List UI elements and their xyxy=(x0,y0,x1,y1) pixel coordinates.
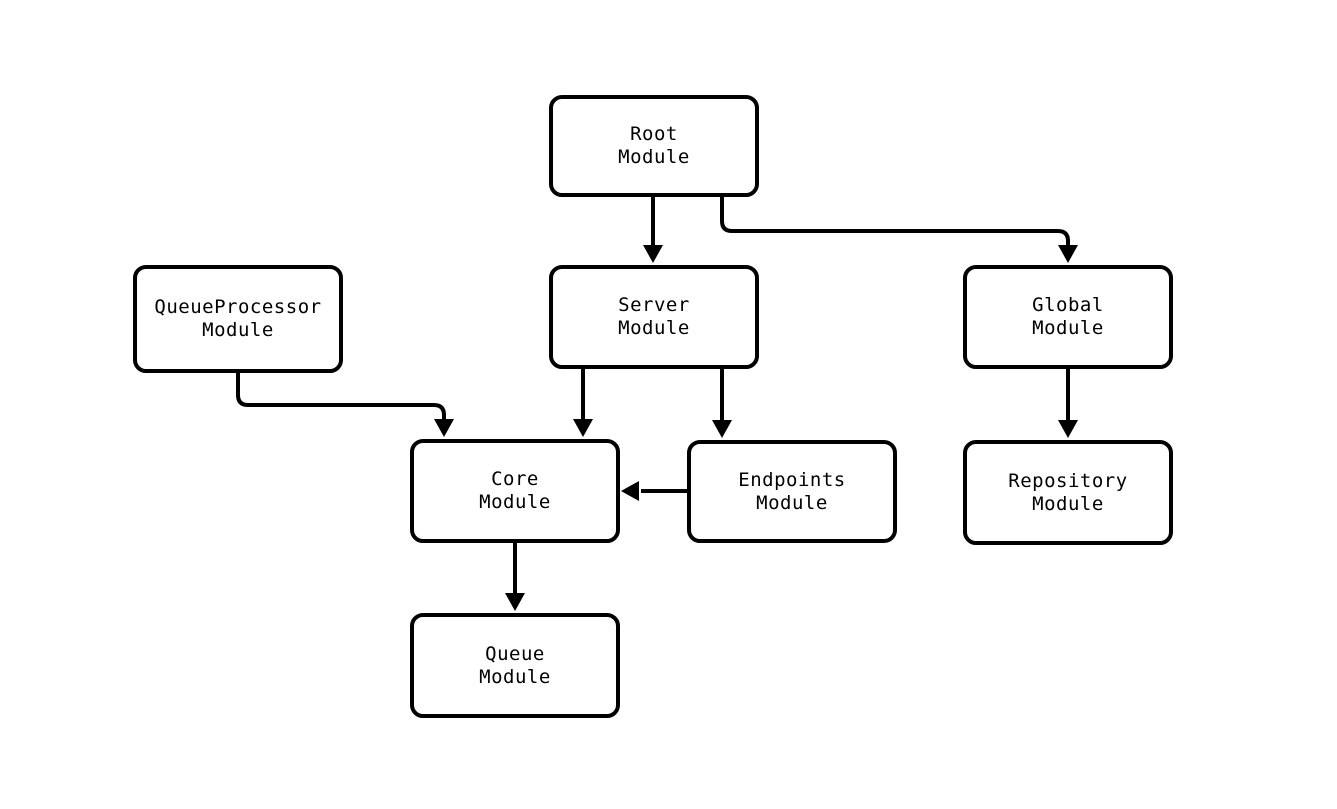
arrowhead-icon xyxy=(712,420,732,438)
node-label-secondary: Module xyxy=(479,665,551,688)
node-label-secondary: Module xyxy=(202,319,274,341)
node-label-secondary: Module xyxy=(618,317,690,339)
edge-server-to-endpoints xyxy=(712,369,732,438)
edge-root-to-global xyxy=(720,197,1078,263)
node-label-primary: Queue xyxy=(485,642,545,665)
node-label-primary: Server xyxy=(618,294,690,316)
arrowhead-icon xyxy=(1058,420,1078,438)
node-label-secondary: Module xyxy=(618,146,690,168)
arrowhead-icon xyxy=(621,481,639,501)
edge-core-to-queue xyxy=(505,543,525,611)
node-label-primary: Global xyxy=(1032,294,1104,316)
node-label-primary: Core xyxy=(491,468,539,490)
arrowhead-icon xyxy=(1058,245,1078,263)
edge-line xyxy=(720,197,1070,245)
edge-endpoints-to-core xyxy=(621,481,687,501)
node-label-primary: Repository xyxy=(1008,469,1128,492)
node-label-secondary: Module xyxy=(1032,492,1104,515)
node-label-secondary: Module xyxy=(479,491,551,513)
node-label-primary: Root xyxy=(630,123,678,145)
arrowhead-icon xyxy=(643,245,663,263)
node-label-secondary: Module xyxy=(1032,317,1104,339)
node-label-primary: QueueProcessor xyxy=(154,296,322,318)
edge-root-to-server xyxy=(643,197,663,263)
arrowhead-icon xyxy=(505,593,525,611)
edge-queueprocessor-to-core xyxy=(236,373,454,437)
arrowhead-icon xyxy=(573,419,593,437)
node-label-secondary: Module xyxy=(756,491,828,514)
edge-server-to-core xyxy=(573,369,593,437)
arrowhead-icon xyxy=(434,419,454,437)
node-label-primary: Endpoints xyxy=(738,468,846,491)
edge-line xyxy=(236,373,446,419)
edge-global-to-repository xyxy=(1058,369,1078,438)
